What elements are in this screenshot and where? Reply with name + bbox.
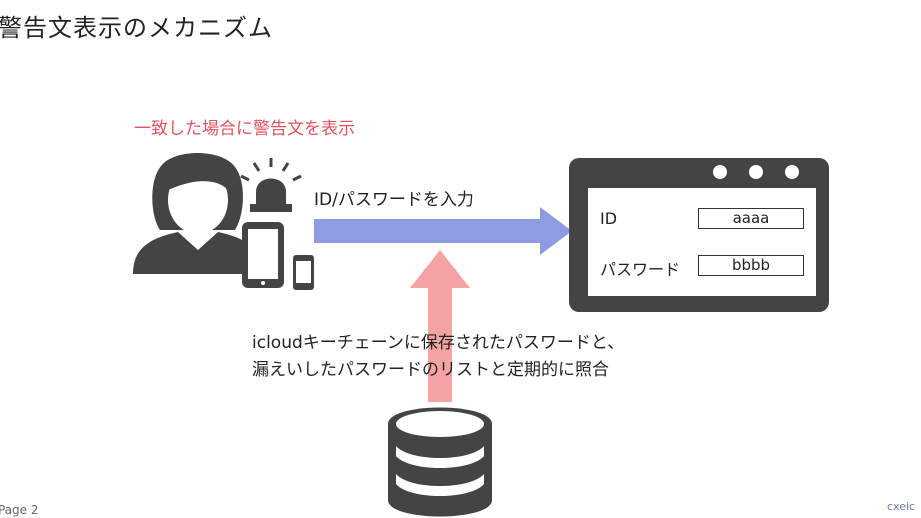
database-note-line-2: 漏えいしたパスワードのリストと定期的に照合 xyxy=(252,360,609,380)
check-arrow xyxy=(410,250,470,402)
company-logo: cxeic xyxy=(887,500,916,513)
warning-caption: 一致した場合に警告文を表示 xyxy=(134,119,355,139)
database-note-line-1: icloudキーチェーンに保存されたパスワードと、 xyxy=(252,333,625,353)
siren-icon xyxy=(240,158,302,212)
tablet-icon xyxy=(242,222,284,288)
user-icon xyxy=(133,153,262,274)
id-label: ID xyxy=(600,209,618,228)
browser-window-icon xyxy=(569,158,829,312)
smartphone-icon xyxy=(293,255,314,290)
database-note: icloudキーチェーンに保存されたパスワードと、 漏えいしたパスワードのリスト… xyxy=(252,330,624,384)
page-title: 警告文表示のメカニズム xyxy=(0,14,273,42)
password-label: パスワード xyxy=(600,260,681,279)
arrow-label: ID/パスワードを入力 xyxy=(314,190,474,210)
page-number: Page 2 xyxy=(0,503,39,517)
input-arrow xyxy=(314,207,572,255)
id-field[interactable]: aaaa xyxy=(698,208,804,229)
password-field[interactable]: bbbb xyxy=(698,255,804,276)
database-icon xyxy=(388,407,492,517)
